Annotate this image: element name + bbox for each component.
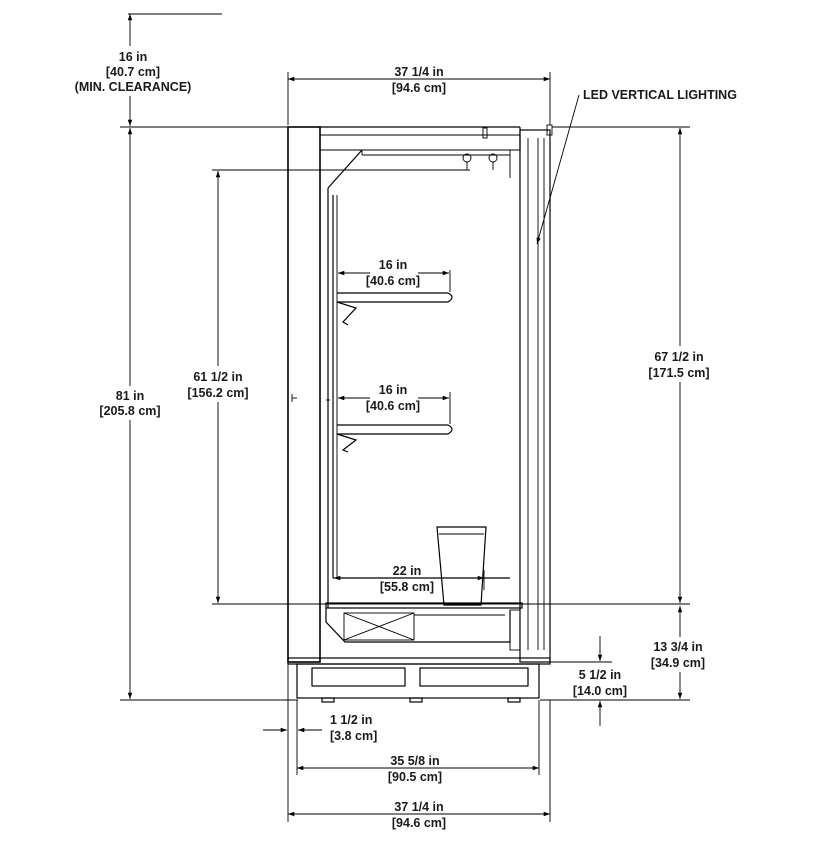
right-height-dimension [552, 126, 690, 603]
shelf2-label-line1: 16 in [379, 383, 408, 397]
clearance-label-line1: 16 in [119, 50, 148, 64]
bottom-width-label-line1: 37 1/4 in [394, 800, 443, 814]
cabinet-base [287, 657, 551, 703]
led-lighting-leader [536, 94, 580, 245]
base-lift-label-line2: [14.0 cm] [573, 684, 627, 698]
interior-height-label-line1: 61 1/2 in [193, 370, 242, 384]
base-width-label-line2: [90.5 cm] [388, 770, 442, 784]
deck-label-line2: [55.8 cm] [380, 580, 434, 594]
shelf1-depth-dimension [338, 270, 451, 292]
cup-product [436, 526, 487, 606]
shelf1-label: 16 in [40.6 cm] [366, 258, 420, 288]
interior-height-dimension [212, 169, 690, 605]
right-height-label-line1: 67 1/2 in [654, 350, 703, 364]
offset-label: 1 1/2 in [3.8 cm] [330, 713, 377, 743]
clearance-dimension [120, 13, 290, 128]
interior-height-label-line2: [156.2 cm] [187, 386, 248, 400]
base-height-label-line1: 13 3/4 in [653, 640, 702, 654]
shelf1-label-line2: [40.6 cm] [366, 274, 420, 288]
offset-label-line1: 1 1/2 in [330, 713, 372, 727]
bottom-width-label-line2: [94.6 cm] [392, 816, 446, 830]
shelf2-label-line2: [40.6 cm] [366, 399, 420, 413]
top-width-label-line1: 37 1/4 in [394, 65, 443, 79]
bottom-width-dimension [288, 700, 551, 822]
clearance-label-line3: (MIN. CLEARANCE) [75, 80, 192, 94]
top-width-label-line2: [94.6 cm] [392, 81, 446, 95]
bottom-width-label: 37 1/4 in [94.6 cm] [392, 800, 446, 830]
base-height-label: 13 3/4 in [34.9 cm] [651, 640, 705, 670]
deck-depth-dimension [334, 570, 485, 590]
deck-label: 22 in [55.8 cm] [380, 564, 434, 594]
base-lift-label-line1: 5 1/2 in [579, 668, 621, 682]
deck-label-line1: 22 in [393, 564, 422, 578]
overall-height-label: 81 in [205.8 cm] [99, 389, 160, 418]
shelf2-label: 16 in [40.6 cm] [366, 383, 420, 413]
interior-height-label: 61 1/2 in [156.2 cm] [187, 370, 248, 400]
shelf2-depth-dimension [338, 392, 451, 424]
base-lift-label: 5 1/2 in [14.0 cm] [573, 668, 627, 698]
clearance-label-line2: [40.7 cm] [106, 65, 160, 79]
middle-shelf [336, 424, 453, 453]
cabinet-body [287, 124, 553, 663]
base-width-label-line1: 35 5/8 in [390, 754, 439, 768]
top-width-dimension [287, 72, 551, 125]
overall-height-label-line2: [205.8 cm] [99, 404, 160, 418]
upper-shelf [336, 292, 453, 326]
right-height-label: 67 1/2 in [171.5 cm] [648, 350, 709, 380]
base-width-label: 35 5/8 in [90.5 cm] [388, 754, 442, 784]
base-width-dimension [297, 700, 540, 775]
overall-height-dimension [120, 128, 298, 701]
base-height-label-line2: [34.9 cm] [651, 656, 705, 670]
base-lift-dimension [548, 636, 612, 726]
led-lighting-label: LED VERTICAL LIGHTING [583, 88, 737, 102]
overall-height-label-line1: 81 in [116, 389, 145, 403]
right-height-label-line2: [171.5 cm] [648, 366, 709, 380]
clearance-label: 16 in [40.7 cm] (MIN. CLEARANCE) [75, 50, 192, 94]
offset-dimension [263, 664, 322, 822]
offset-label-line2: [3.8 cm] [330, 729, 377, 743]
top-width-label: 37 1/4 in [94.6 cm] [392, 65, 446, 95]
base-height-dimension [540, 606, 690, 701]
shelf1-label-line1: 16 in [379, 258, 408, 272]
